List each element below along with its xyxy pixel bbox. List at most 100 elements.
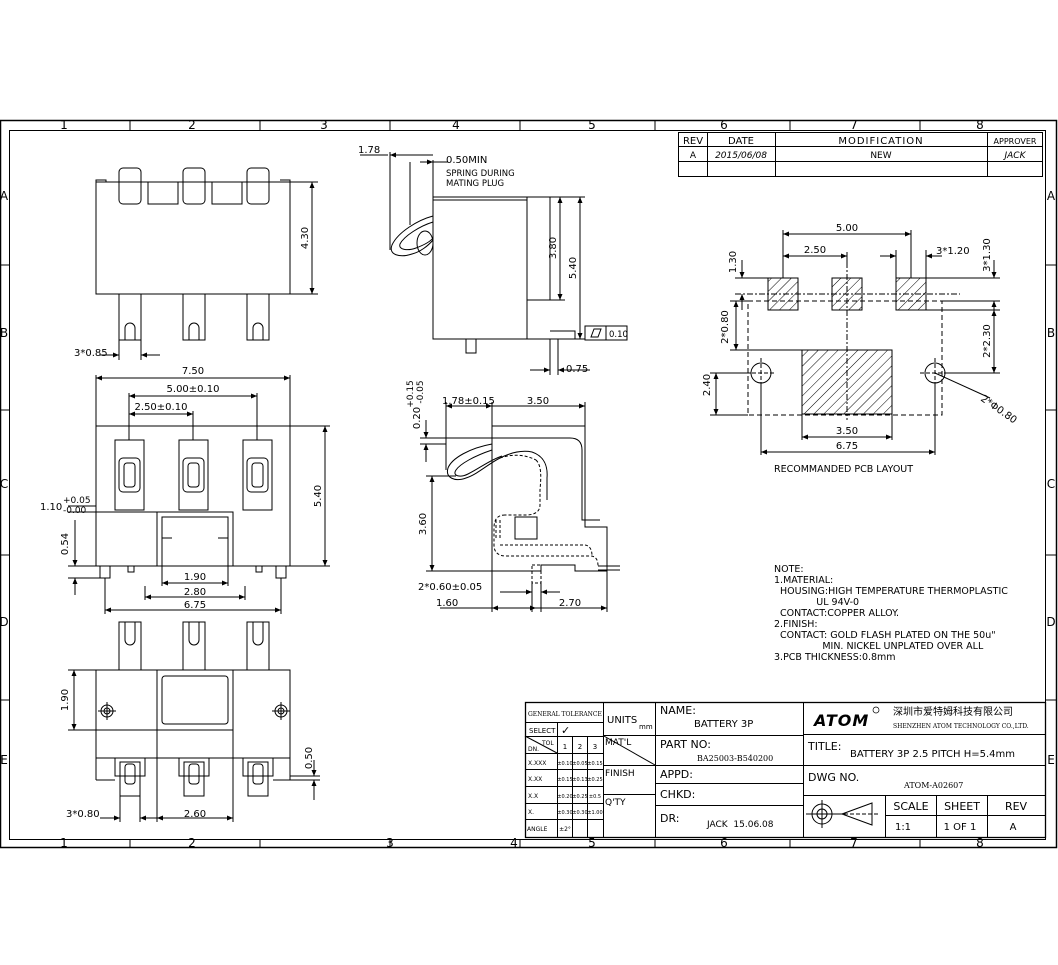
col-label-top: 2: [188, 118, 196, 132]
pcb-layout: [710, 230, 1000, 455]
col-label-bottom: 2: [188, 836, 196, 850]
pcb-dim-2xphi0-80: 2*Φ0.80: [978, 393, 1018, 426]
dim-3-50: 3.50: [527, 396, 549, 407]
dim-2-60: 2.60: [184, 809, 206, 820]
col-label-bottom: 3: [386, 836, 394, 850]
title-value: BATTERY 3P 2.5 PITCH H=5.4mm: [850, 749, 1015, 760]
dim-7-50: 7.50: [182, 366, 204, 377]
note-line: 3.PCB THICKNESS:0.8mm: [774, 652, 896, 663]
scale-value: 1:1: [895, 822, 911, 833]
flatness-value: 0.10: [609, 330, 628, 340]
dim-1-90-b: 1.90: [60, 689, 71, 711]
col-label-bottom: 7: [850, 836, 858, 850]
select-check: ✓: [561, 724, 570, 737]
dim-2-80: 2.80: [184, 587, 206, 598]
tol-row-label: ANGLE: [527, 826, 548, 833]
pcb-dim-2x0-80: 2*0.80: [720, 310, 731, 344]
company-cn: 深圳市爱特姆科技有限公司: [893, 705, 1013, 718]
dwg-label: DWG NO.: [808, 771, 859, 784]
note-line: CONTACT: GOLD FLASH PLATED ON THE 50u": [774, 630, 996, 641]
spring-note-1: SPRING DURING: [446, 169, 515, 179]
note-line: UL 94V-0: [774, 597, 859, 608]
dim-1-78: 1.78: [358, 145, 380, 156]
sheet-label: SHEET: [944, 800, 980, 813]
dim-1-90: 1.90: [184, 572, 206, 583]
pcb-dim-3x1-20: 3*1.20: [936, 246, 970, 257]
top-view: [68, 375, 330, 614]
note-line: 2.FINISH:: [774, 619, 818, 630]
tol-row-value: ±0.10: [557, 761, 572, 767]
col-label-top: 1: [60, 118, 68, 132]
dr-value: JACK 15.06.08: [706, 820, 774, 830]
tol-row-value: ±0.13: [572, 777, 587, 783]
pcb-dim-2-50: 2.50: [804, 245, 826, 256]
appd-label: APPD:: [660, 768, 693, 781]
dim-3x0-85: 3*0.85: [74, 348, 108, 359]
pcb-caption: RECOMMANDED PCB LAYOUT: [774, 464, 913, 475]
col-label-bottom: 1: [60, 836, 68, 850]
row-label-left: A: [0, 189, 9, 203]
part-no-value: BA25003-B540200: [697, 754, 773, 763]
tol-row-label: X.XX: [528, 776, 542, 783]
approver-value: JACK: [1003, 151, 1027, 161]
tol-label: TOL: [541, 740, 554, 747]
tol-row-value: ±2°: [559, 826, 571, 833]
name-label: NAME:: [660, 704, 696, 717]
dim-1-10-dn: -0.00: [63, 506, 87, 516]
tol-row-value: ±0.30: [572, 810, 587, 816]
note-line: 1.MATERIAL:: [774, 575, 833, 586]
dn-label: DN.: [528, 746, 539, 753]
bottom-view: [68, 621, 320, 822]
note-line: MIN. NICKEL UNPLATED OVER ALL: [774, 641, 984, 652]
note-line: NOTE:: [774, 564, 804, 575]
dim-0-54: 0.54: [60, 533, 71, 555]
pcb-dim-6-75: 6.75: [836, 441, 858, 452]
row-label-right: B: [1047, 326, 1055, 340]
col-label-top: 3: [320, 118, 328, 132]
dim-2-50-tol: 2.50±0.10: [135, 402, 188, 413]
tol-row-value: ±0.5: [589, 794, 601, 800]
units-label: UNITS: [607, 715, 637, 726]
col-label-top: 8: [976, 118, 984, 132]
spring-note-2: MATING PLUG: [446, 179, 504, 189]
pcb-dim-3x1-30: 3*1.30: [982, 238, 993, 272]
tol-col-3: 3: [593, 743, 597, 751]
dim-5-40-b: 5.40: [313, 485, 324, 507]
tol-row-value: ±0.15: [587, 761, 602, 767]
note-line: HOUSING:HIGH TEMPERATURE THERMOPLASTIC: [774, 586, 1008, 597]
dim-3x0-80: 3*0.80: [66, 809, 100, 820]
chkd-label: CHKD:: [660, 788, 695, 801]
modification-header: MODIFICATION: [838, 136, 923, 147]
pcb-dim-1-30: 1.30: [728, 251, 739, 273]
row-label-right: E: [1047, 753, 1055, 767]
dim-0-20: 0.20: [412, 407, 423, 429]
pcb-dim-5-00: 5.00: [836, 223, 858, 234]
drawing-frame: [0, 119, 1058, 849]
row-label-left: B: [0, 326, 8, 340]
notes: NOTE: 1.MATERIAL: HOUSING:HIGH TEMPERATU…: [774, 564, 1008, 663]
row-label-left: C: [0, 477, 8, 491]
select-label: SELECT: [529, 727, 556, 735]
row-label-right: D: [1046, 615, 1055, 629]
pcb-dim-3-50: 3.50: [836, 426, 858, 437]
modification-value: NEW: [870, 151, 891, 161]
col-label-top: 4: [452, 118, 460, 132]
col-label-top: 7: [850, 118, 858, 132]
dim-4-30: 4.30: [300, 227, 311, 249]
dim-0-50min: 0.50MIN: [446, 155, 487, 166]
units-mm: mm: [639, 723, 653, 731]
row-label-left: D: [0, 615, 9, 629]
approver-header: APPROVER: [994, 137, 1037, 146]
rev-header: REV: [683, 136, 703, 147]
date-value: 2015/06/08: [715, 151, 767, 161]
side-view-top: [360, 152, 628, 375]
dim-0-20-up: +0.15: [406, 380, 416, 408]
dim-0-20-dn: -0.05: [416, 380, 426, 403]
company-en: SHENZHEN ATOM TECHNOLOGY CO.,LTD.: [893, 723, 1029, 730]
dim-5-00-tol: 5.00±0.10: [167, 384, 220, 395]
col-label-bottom: 8: [976, 836, 984, 850]
pcb-dim-2-40: 2.40: [702, 374, 713, 396]
dim-2x0-60: 2*0.60±0.05: [418, 582, 482, 593]
sheet-value: 1 OF 1: [944, 822, 977, 833]
row-label-right: C: [1047, 477, 1055, 491]
